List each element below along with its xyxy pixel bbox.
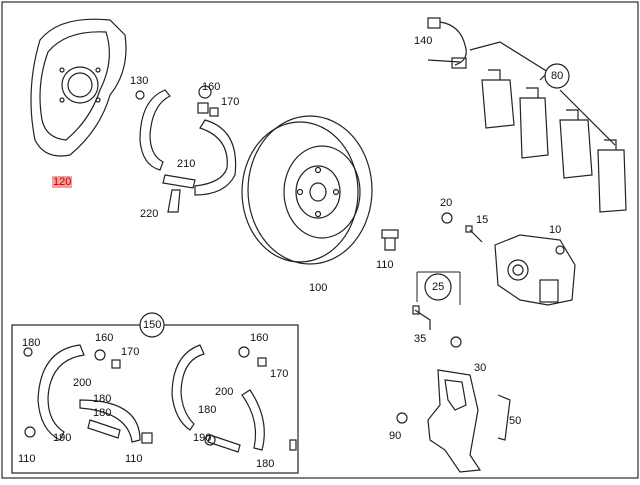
label-180-a: 180 — [22, 337, 41, 349]
label-120: 120 — [52, 176, 73, 188]
label-160-c: 160 — [250, 332, 269, 344]
caliper-part — [494, 234, 576, 306]
label-150: 150 — [143, 319, 162, 331]
label-190-a: 190 — [53, 432, 72, 444]
label-160-b: 160 — [95, 332, 114, 344]
label-80: 80 — [551, 70, 564, 82]
label-90: 90 — [389, 430, 402, 442]
label-20: 20 — [440, 197, 453, 209]
label-170-c: 170 — [270, 368, 289, 380]
label-110-mid: 110 — [125, 453, 143, 465]
label-110-center: 110 — [376, 259, 394, 271]
brake-disc-part — [241, 115, 373, 265]
label-140: 140 — [414, 35, 433, 47]
label-30: 30 — [474, 362, 487, 374]
label-170-b: 170 — [121, 346, 140, 358]
parking-shoe-kit-parts — [23, 344, 297, 453]
label-200-b: 200 — [215, 386, 234, 398]
label-180-e: 180 — [256, 458, 275, 470]
caliper-bracket-part — [396, 369, 511, 473]
callout-25 — [424, 273, 452, 301]
parking-brake-shoe-upper — [135, 85, 237, 213]
label-50: 50 — [509, 415, 522, 427]
label-220: 220 — [140, 208, 159, 220]
label-110-left: 110 — [18, 453, 36, 465]
callout-150 — [139, 312, 165, 338]
label-180-d: 180 — [198, 404, 217, 416]
callout-80 — [544, 63, 570, 89]
label-15: 15 — [476, 214, 489, 226]
brake-pads-part — [469, 41, 627, 213]
small-fasteners — [381, 212, 483, 348]
label-100: 100 — [309, 282, 328, 294]
label-10: 10 — [549, 224, 562, 236]
label-190-b: 190 — [193, 432, 212, 444]
label-180-c: 180 — [93, 407, 112, 419]
label-210: 210 — [177, 158, 196, 170]
label-180-b: 180 — [93, 393, 112, 405]
label-25: 25 — [432, 281, 445, 293]
label-130: 130 — [130, 75, 149, 87]
label-160-upper: 160 — [202, 81, 221, 93]
dust-shield-part — [30, 18, 127, 157]
label-170-upper: 170 — [221, 96, 240, 108]
label-35: 35 — [414, 333, 427, 345]
label-200-a: 200 — [73, 377, 92, 389]
wear-sensor-part — [427, 17, 467, 69]
